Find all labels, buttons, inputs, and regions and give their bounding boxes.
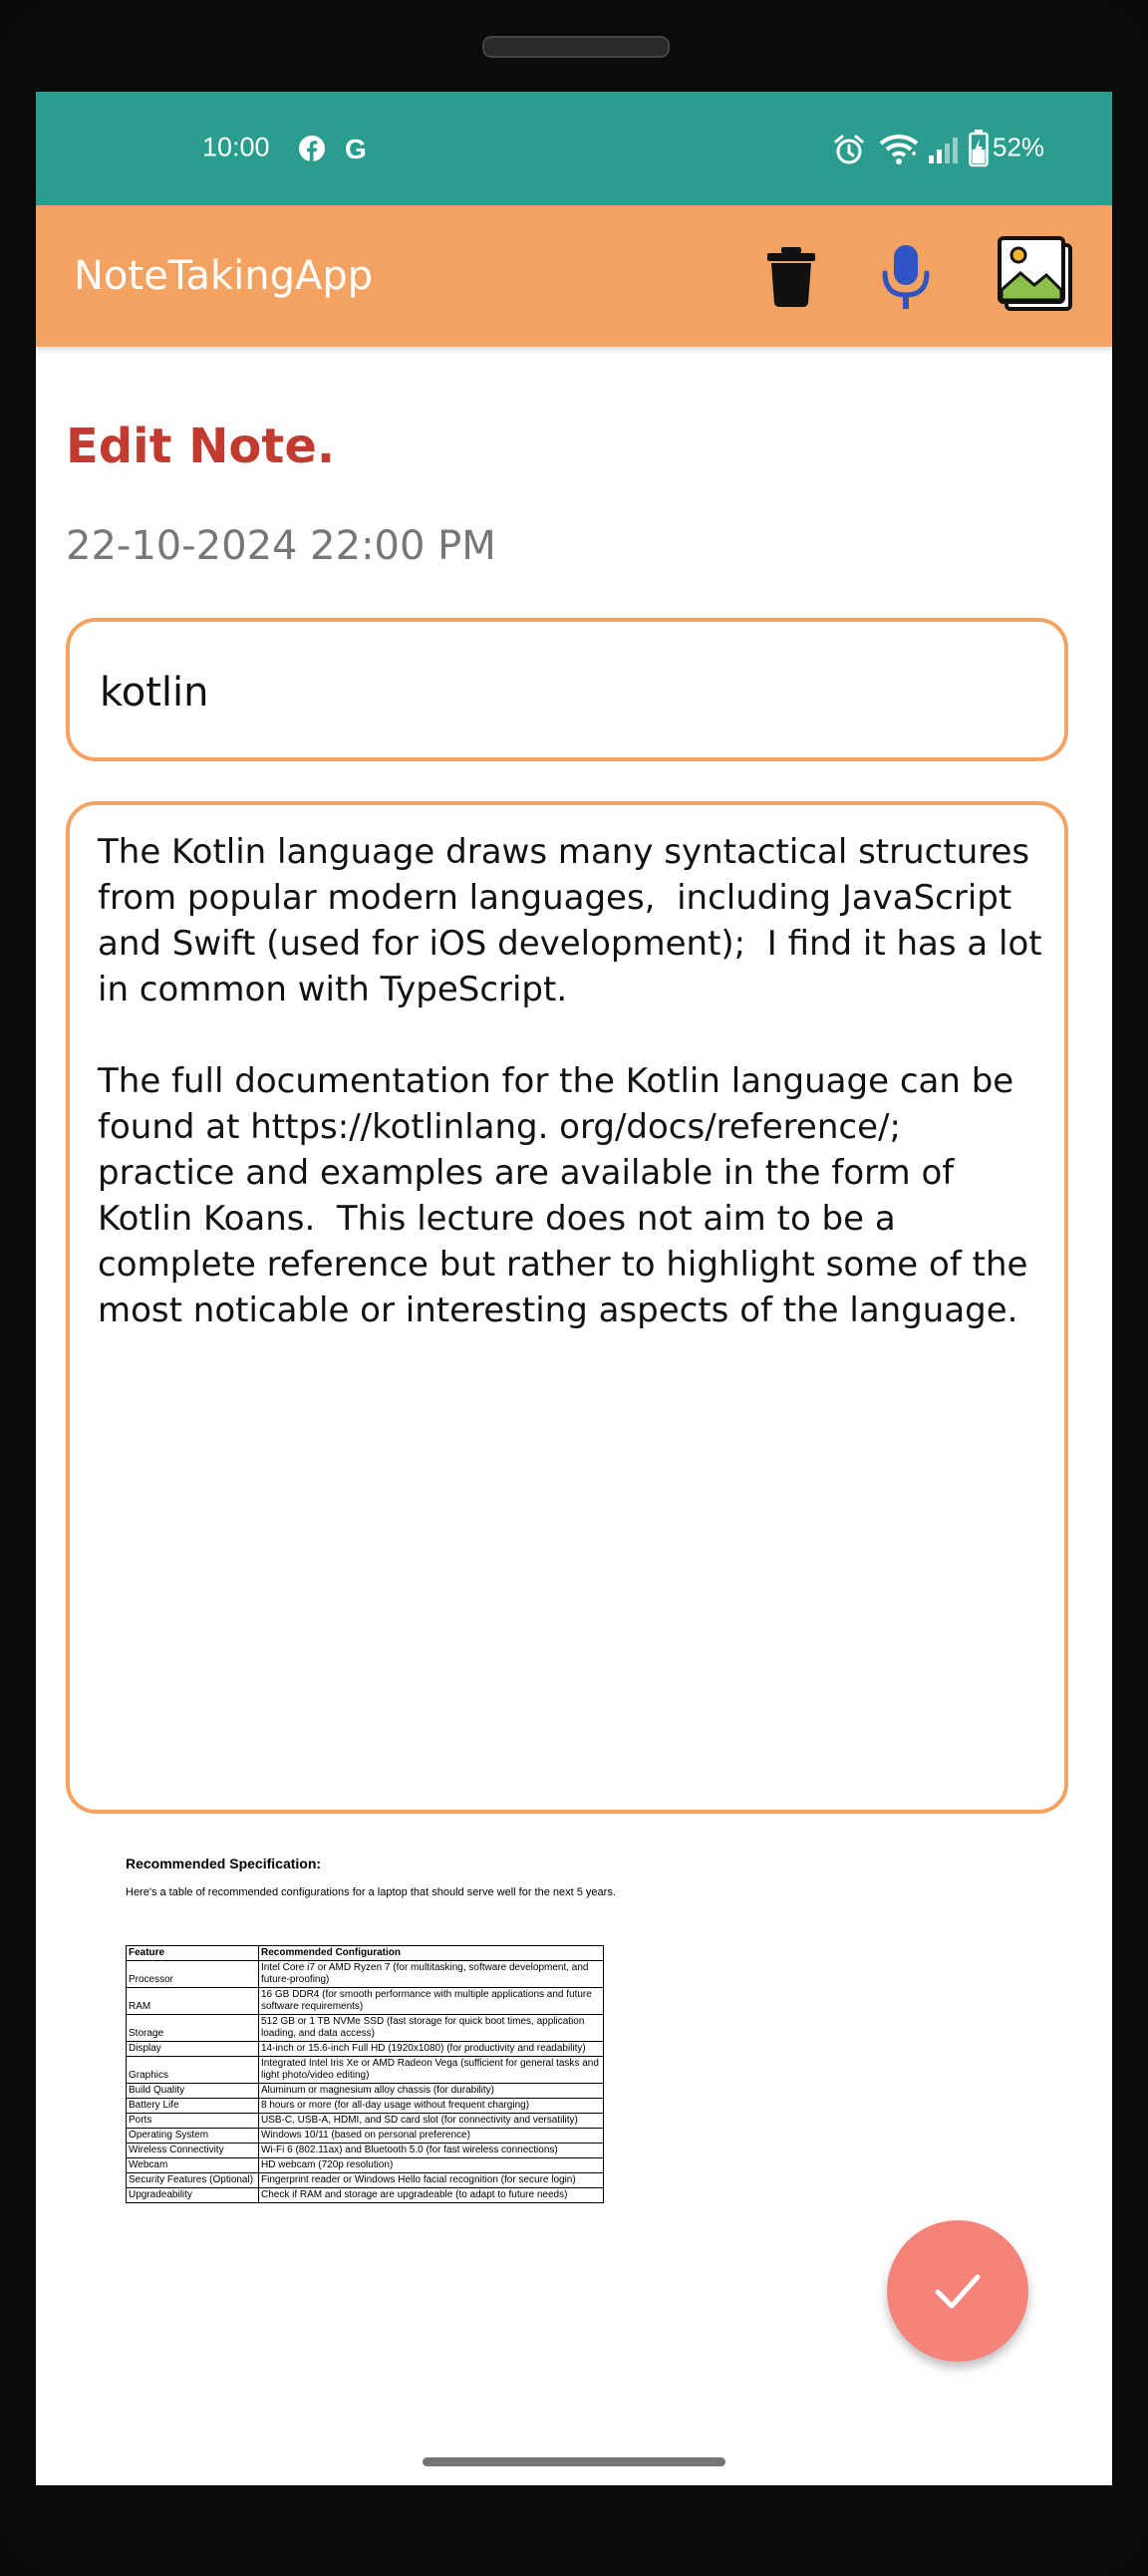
- app-bar: NoteTakingApp: [36, 205, 1112, 347]
- config-cell: HD webcam (720p resolution): [258, 2157, 604, 2173]
- feature-cell: Processor: [126, 1960, 259, 1988]
- feature-cell: Build Quality: [126, 2083, 259, 2099]
- config-cell: Check if RAM and storage are upgradeable…: [258, 2187, 604, 2203]
- app-title: NoteTakingApp: [74, 253, 374, 299]
- wifi-icon: [879, 135, 919, 164]
- table-row: Security Features (Optional)Fingerprint …: [126, 2172, 604, 2188]
- config-cell: Aluminum or magnesium alloy chassis (for…: [258, 2083, 604, 2099]
- feature-cell: Battery Life: [126, 2098, 259, 2114]
- note-timestamp: 22-10-2024 22:00 PM: [66, 523, 496, 569]
- feature-cell: Webcam: [126, 2157, 259, 2173]
- table-header-row: Feature Recommended Configuration: [126, 1945, 604, 1961]
- feature-cell: Graphics: [126, 2056, 259, 2084]
- spec-table: Feature Recommended Configuration Proces…: [126, 1945, 604, 2203]
- column-header: Recommended Configuration: [258, 1945, 604, 1961]
- earpiece-speaker: [482, 36, 670, 58]
- feature-cell: RAM: [126, 1987, 259, 2015]
- status-bar: 10:00 G: [36, 92, 1112, 205]
- attached-image[interactable]: Recommended Specification: Here's a tabl…: [126, 1856, 644, 2404]
- config-cell: 512 GB or 1 TB NVMe SSD (fast storage fo…: [258, 2014, 604, 2042]
- feature-cell: Wireless Connectivity: [126, 2143, 259, 2158]
- attachment-heading: Recommended Specification:: [126, 1856, 322, 1871]
- trash-icon[interactable]: [761, 245, 821, 307]
- app-screen: 10:00 G: [36, 92, 1112, 2485]
- config-cell: 8 hours or more (for all-day usage witho…: [258, 2098, 604, 2114]
- feature-cell: Security Features (Optional): [126, 2172, 259, 2188]
- config-cell: Windows 10/11 (based on personal prefere…: [258, 2128, 604, 2144]
- save-note-button[interactable]: [887, 2220, 1028, 2362]
- alarm-icon: [834, 135, 864, 164]
- feature-cell: Ports: [126, 2113, 259, 2129]
- battery-charging-icon: [969, 130, 989, 167]
- facebook-icon: [299, 136, 325, 161]
- feature-cell: Upgradeability: [126, 2187, 259, 2203]
- feature-cell: Display: [126, 2041, 259, 2057]
- config-cell: 16 GB DDR4 (for smooth performance with …: [258, 1987, 604, 2015]
- battery-percent: 52%: [993, 132, 1045, 162]
- note-body-field[interactable]: The Kotlin language draws many syntactic…: [66, 801, 1068, 1814]
- status-time: 10:00: [202, 132, 270, 162]
- config-cell: Intel Core i7 or AMD Ryzen 7 (for multit…: [258, 1960, 604, 1988]
- google-icon: G: [345, 134, 367, 164]
- column-header: Feature: [126, 1945, 259, 1961]
- config-cell: Fingerprint reader or Windows Hello faci…: [258, 2172, 604, 2188]
- signal-icon: [929, 138, 958, 163]
- note-body-text[interactable]: The Kotlin language draws many syntactic…: [98, 832, 1042, 1330]
- config-cell: Wi-Fi 6 (802.11ax) and Bluetooth 5.0 (fo…: [258, 2143, 604, 2158]
- config-cell: Integrated Intel Iris Xe or AMD Radeon V…: [258, 2056, 604, 2084]
- attachment-intro: Here's a table of recommended configurat…: [126, 1886, 616, 1898]
- note-title-input[interactable]: [98, 642, 1038, 743]
- page-title: Edit Note.: [66, 419, 336, 474]
- gesture-nav-handle[interactable]: [423, 2457, 725, 2466]
- note-title-field[interactable]: [66, 618, 1068, 761]
- config-cell: USB-C, USB-A, HDMI, and SD card slot (fo…: [258, 2113, 604, 2129]
- feature-cell: Storage: [126, 2014, 259, 2042]
- image-gallery-icon[interactable]: [997, 235, 1074, 313]
- config-cell: 14-inch or 15.6-inch Full HD (1920x1080)…: [258, 2041, 604, 2057]
- feature-cell: Operating System: [126, 2128, 259, 2144]
- microphone-icon[interactable]: [879, 243, 933, 311]
- checkmark-icon: [935, 2274, 981, 2309]
